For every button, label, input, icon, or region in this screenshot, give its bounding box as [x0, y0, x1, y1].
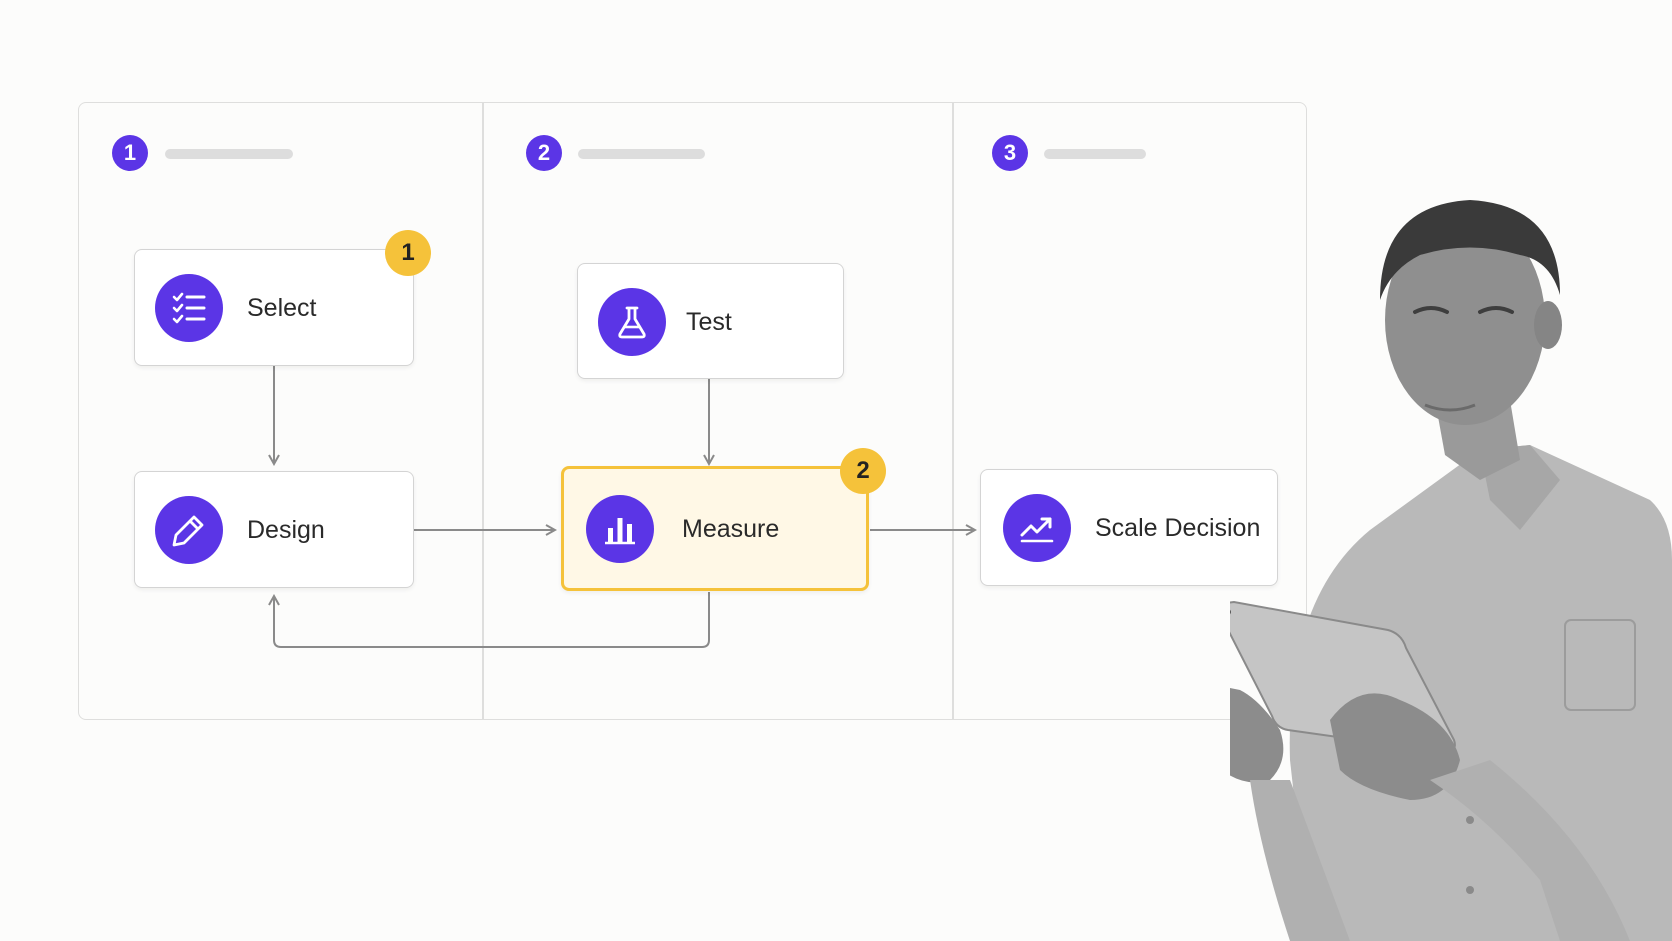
node-select[interactable]: Select	[134, 249, 414, 366]
trend-up-icon	[1003, 494, 1071, 562]
step-3-title-placeholder	[1044, 149, 1146, 159]
node-measure-label: Measure	[682, 515, 780, 543]
bar-chart-icon	[586, 495, 654, 563]
node-scale-decision[interactable]: Scale Decision	[980, 469, 1278, 586]
marker-2: 2	[840, 448, 886, 494]
workflow-board	[78, 102, 1307, 720]
node-test[interactable]: Test	[577, 263, 844, 379]
step-2-badge: 2	[526, 135, 562, 171]
column-divider	[952, 102, 954, 720]
marker-1: 1	[385, 230, 431, 276]
arrow-measure-back-to-design	[274, 592, 710, 648]
node-test-label: Test	[686, 308, 732, 336]
node-design-label: Design	[247, 516, 325, 544]
person-with-tablet-photo	[1230, 200, 1672, 941]
node-select-label: Select	[247, 294, 317, 322]
step-1-title-placeholder	[165, 149, 293, 159]
step-2-title-placeholder	[578, 149, 705, 159]
step-3-badge: 3	[992, 135, 1028, 171]
node-scale-decision-label: Scale Decision	[1095, 514, 1261, 542]
node-design[interactable]: Design	[134, 471, 414, 588]
step-1-badge: 1	[112, 135, 148, 171]
node-measure[interactable]: Measure	[561, 466, 869, 591]
checklist-icon	[155, 274, 223, 342]
pencil-icon	[155, 496, 223, 564]
column-divider	[482, 102, 484, 720]
flask-icon	[598, 288, 666, 356]
